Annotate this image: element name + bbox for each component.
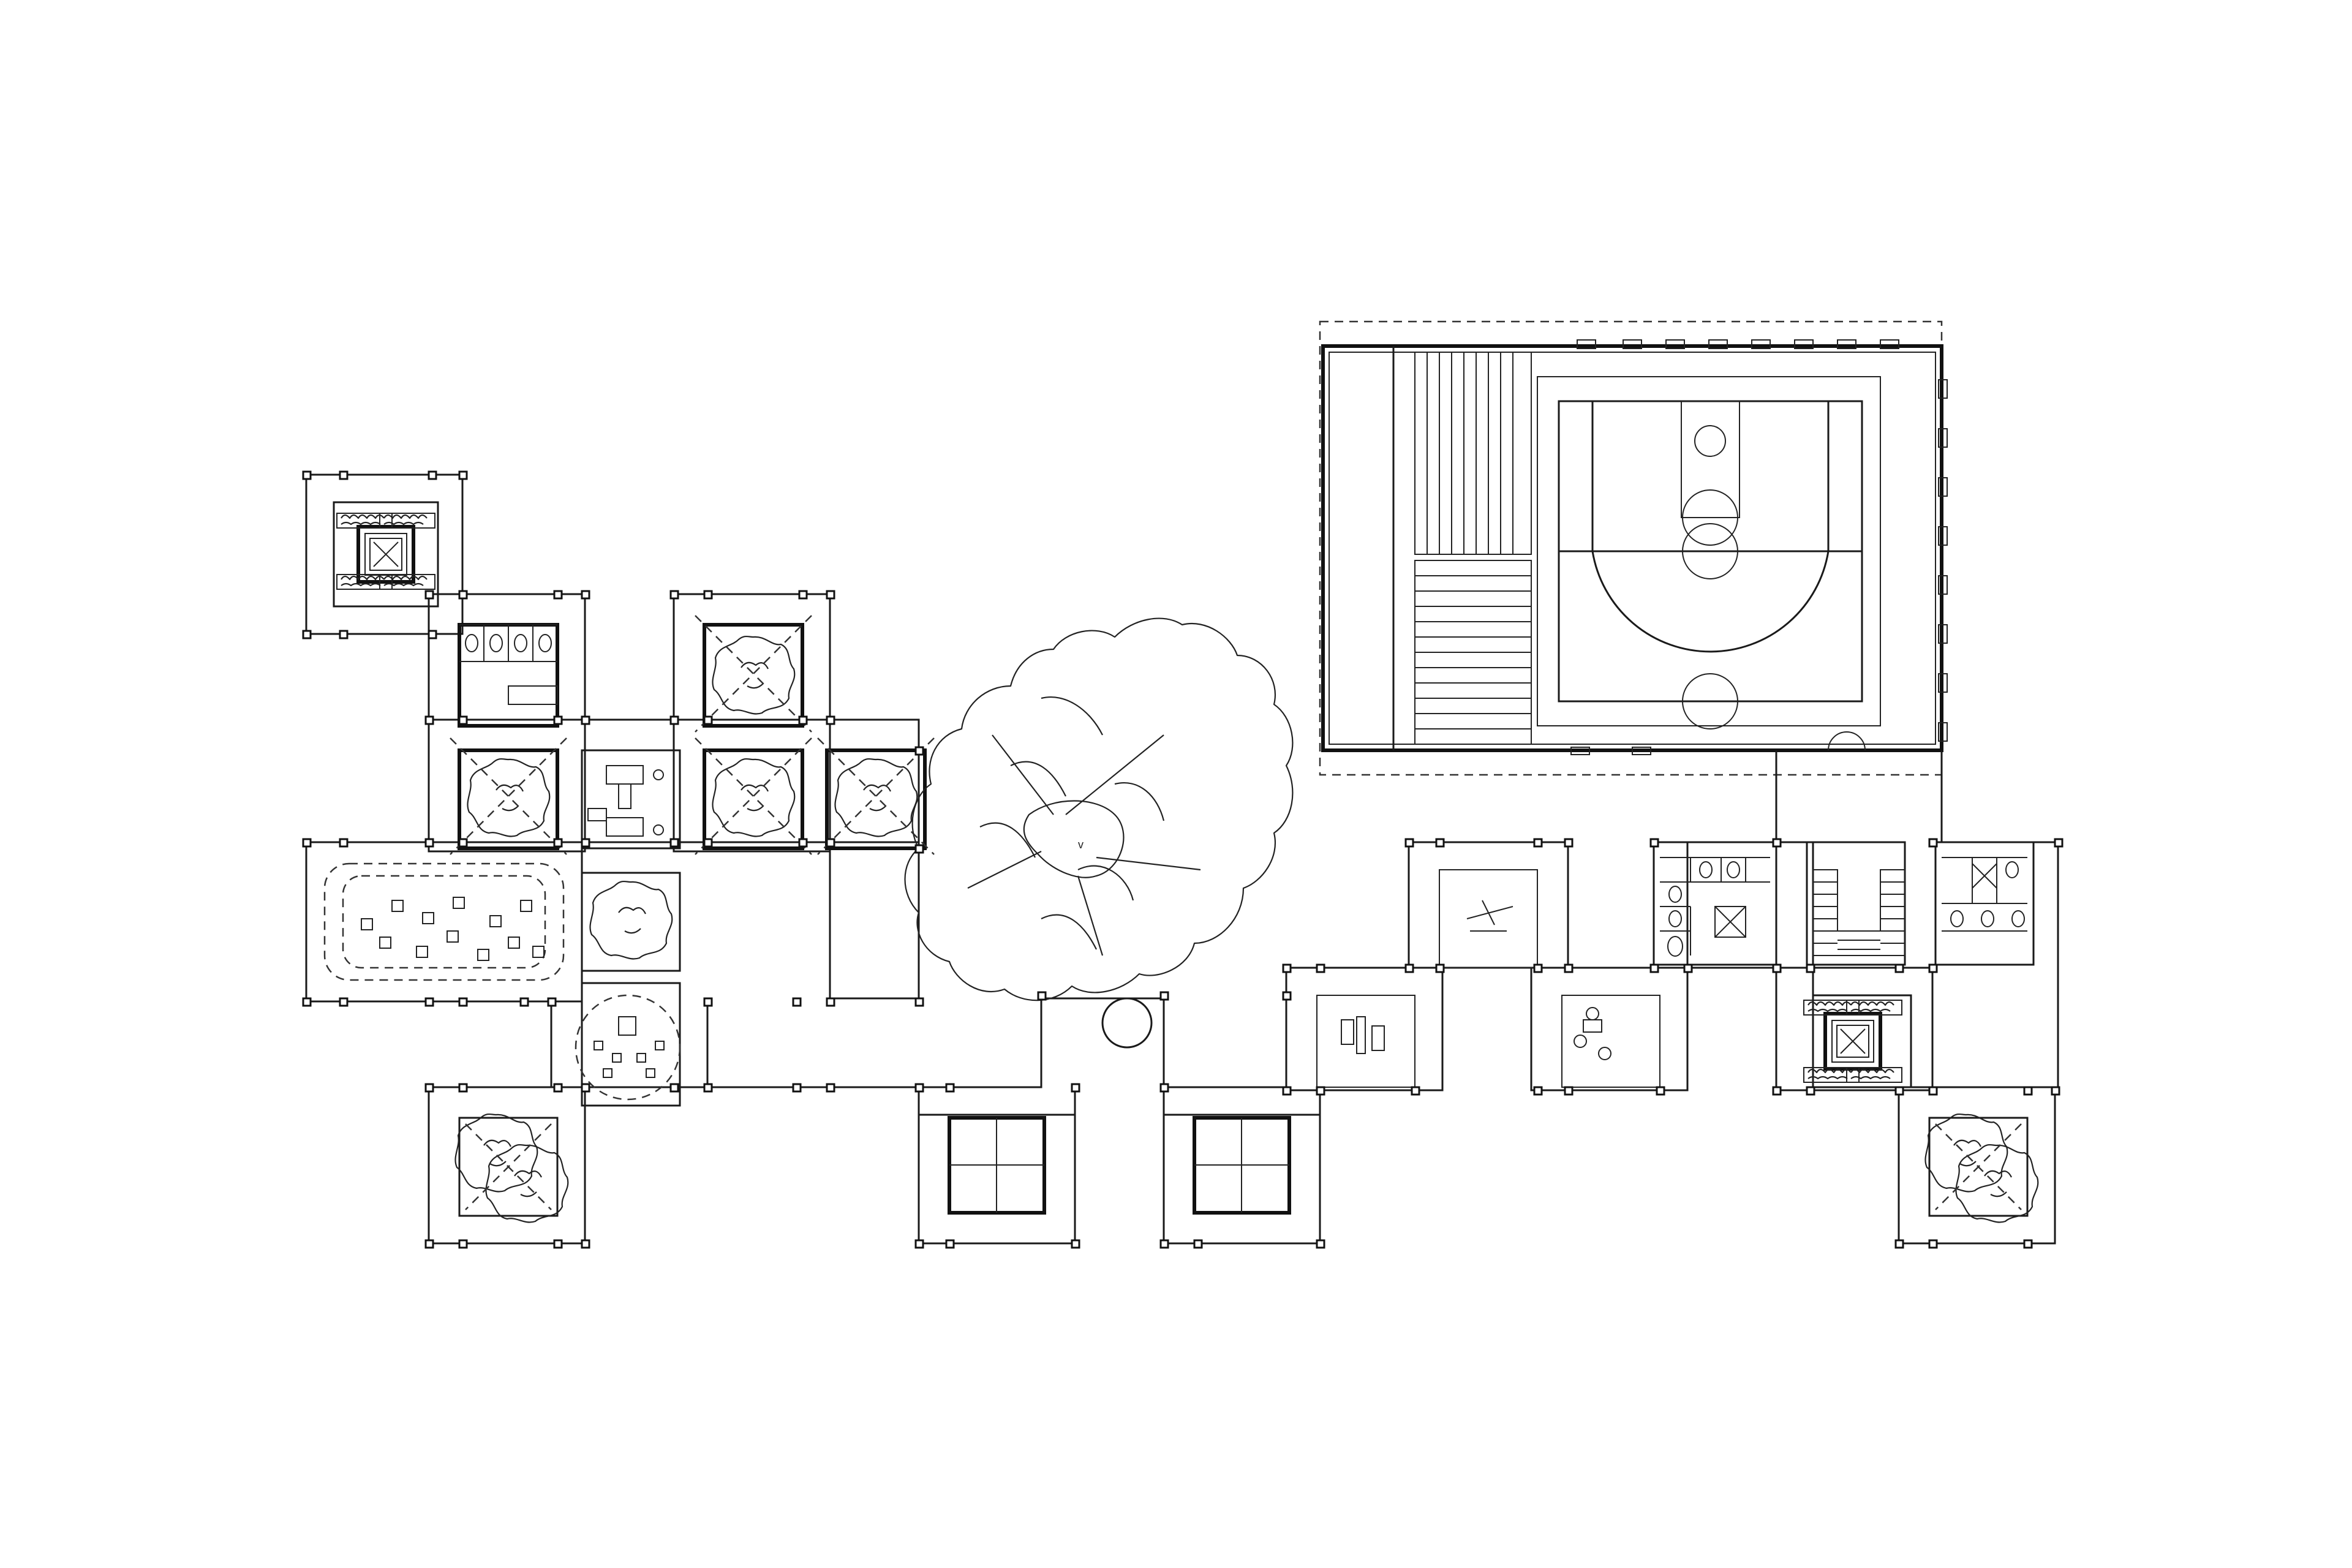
toilet-icon (459, 624, 558, 705)
svg-text:v: v (1078, 839, 1084, 851)
left-wing-walls (305, 473, 2059, 1245)
service-block (1660, 750, 2027, 957)
skylight-icon (1825, 1014, 1880, 1069)
staircase-icon (1812, 869, 1905, 956)
column-circle (1101, 997, 1153, 1049)
gymnasium (1319, 320, 1948, 776)
structural-columns (302, 470, 2064, 1249)
room-modules (333, 501, 2035, 1217)
fitness-equipment-icon (1341, 900, 1611, 1060)
tree-canopy-icon: v (904, 617, 1294, 1049)
courtyard-trees (449, 614, 2039, 1223)
toilet-icon (1660, 857, 2027, 957)
office-desks (587, 765, 664, 837)
reading-room-dashed (575, 994, 681, 1101)
classroom-dashed-oval (323, 862, 565, 981)
basketball-court-icon (1537, 376, 1881, 729)
skylight-icon (358, 527, 413, 582)
